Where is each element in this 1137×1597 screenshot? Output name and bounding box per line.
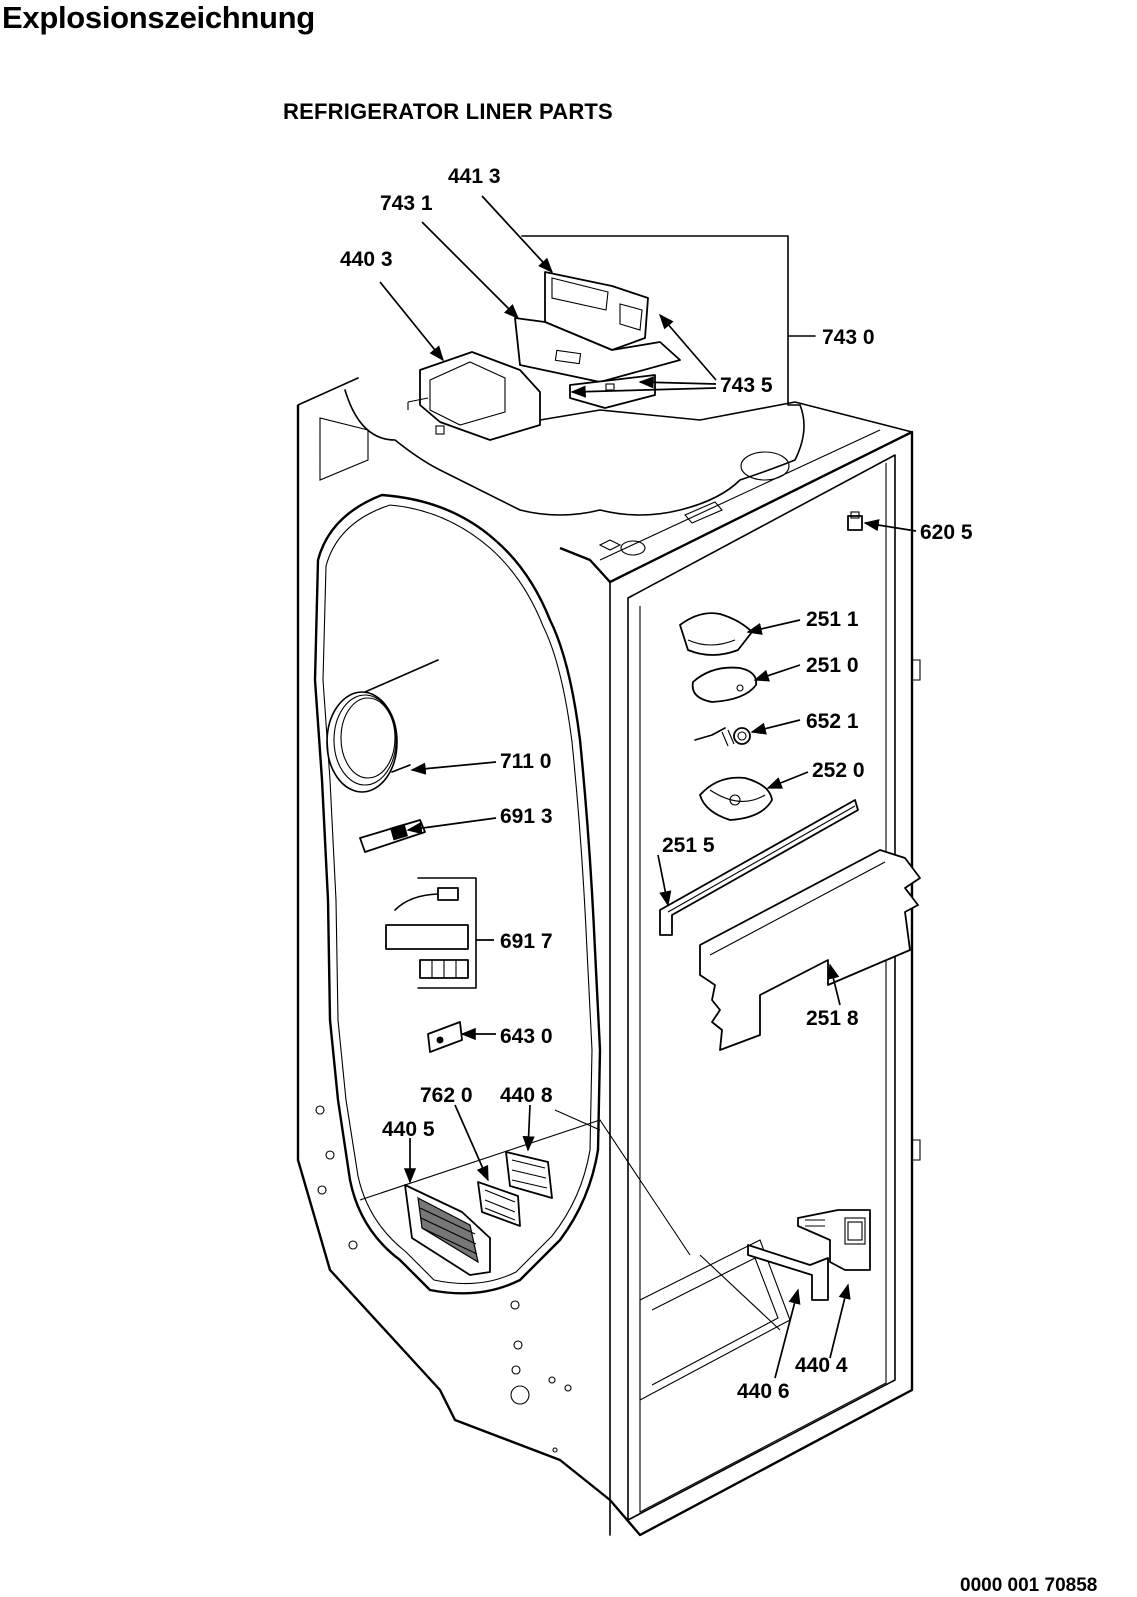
callout-440-4: 440 4 <box>795 1354 848 1377</box>
lamp-socket <box>694 727 751 747</box>
callout-620-5: 620 5 <box>920 521 973 544</box>
callout-711-0: 711 0 <box>500 750 551 773</box>
callout-251-1: 251 1 <box>806 608 859 631</box>
part-643-0 <box>427 1021 463 1053</box>
leader-lines <box>379 195 917 1379</box>
air-grille-large <box>404 1184 491 1276</box>
callout-743-5: 743 5 <box>720 374 773 397</box>
diagram-title: REFRIGERATOR LINER PARTS <box>283 99 613 124</box>
callout-251-8: 251 8 <box>806 1007 859 1030</box>
callout-643-0: 643 0 <box>500 1025 553 1048</box>
tubing-coil-part <box>326 659 439 793</box>
callout-762-0: 762 0 <box>420 1084 473 1107</box>
door-brackets <box>747 1209 871 1301</box>
air-grille-small <box>477 1181 521 1227</box>
kit-691-7 <box>385 877 477 989</box>
callout-441-3: 441 3 <box>448 165 501 188</box>
callout-440-5: 440 5 <box>382 1118 435 1141</box>
callout-251-5: 251 5 <box>662 834 715 857</box>
page-title: Explosionszeichnung <box>2 0 315 35</box>
part-620-5 <box>847 511 863 531</box>
document-number: 0000 001 70858 <box>960 1575 1098 1596</box>
lamp-cover-top <box>679 612 753 656</box>
callout-743-0: 743 0 <box>822 326 875 349</box>
callout-743-1: 743 1 <box>380 192 433 215</box>
callout-251-0: 251 0 <box>806 654 859 677</box>
liner-body <box>296 377 921 1537</box>
lamp-cover-base <box>691 666 758 703</box>
part-691-3 <box>359 819 426 853</box>
callout-440-8: 440 8 <box>500 1084 553 1107</box>
shelf-rail-part <box>659 799 859 936</box>
callout-440-3: 440 3 <box>340 248 393 271</box>
callout-652-1: 652 1 <box>806 710 859 733</box>
fan-housing-part <box>407 351 541 441</box>
bracket-743-0 <box>521 235 801 406</box>
callout-691-3: 691 3 <box>500 805 553 828</box>
air-duct-assembly <box>514 271 681 409</box>
air-grille-insert <box>505 1151 553 1199</box>
cover-panel-part <box>699 849 921 1051</box>
callout-440-6: 440 6 <box>737 1380 790 1403</box>
lamp-housing <box>699 776 773 821</box>
callout-252-0: 252 0 <box>812 759 865 782</box>
callout-691-7: 691 7 <box>500 930 553 953</box>
